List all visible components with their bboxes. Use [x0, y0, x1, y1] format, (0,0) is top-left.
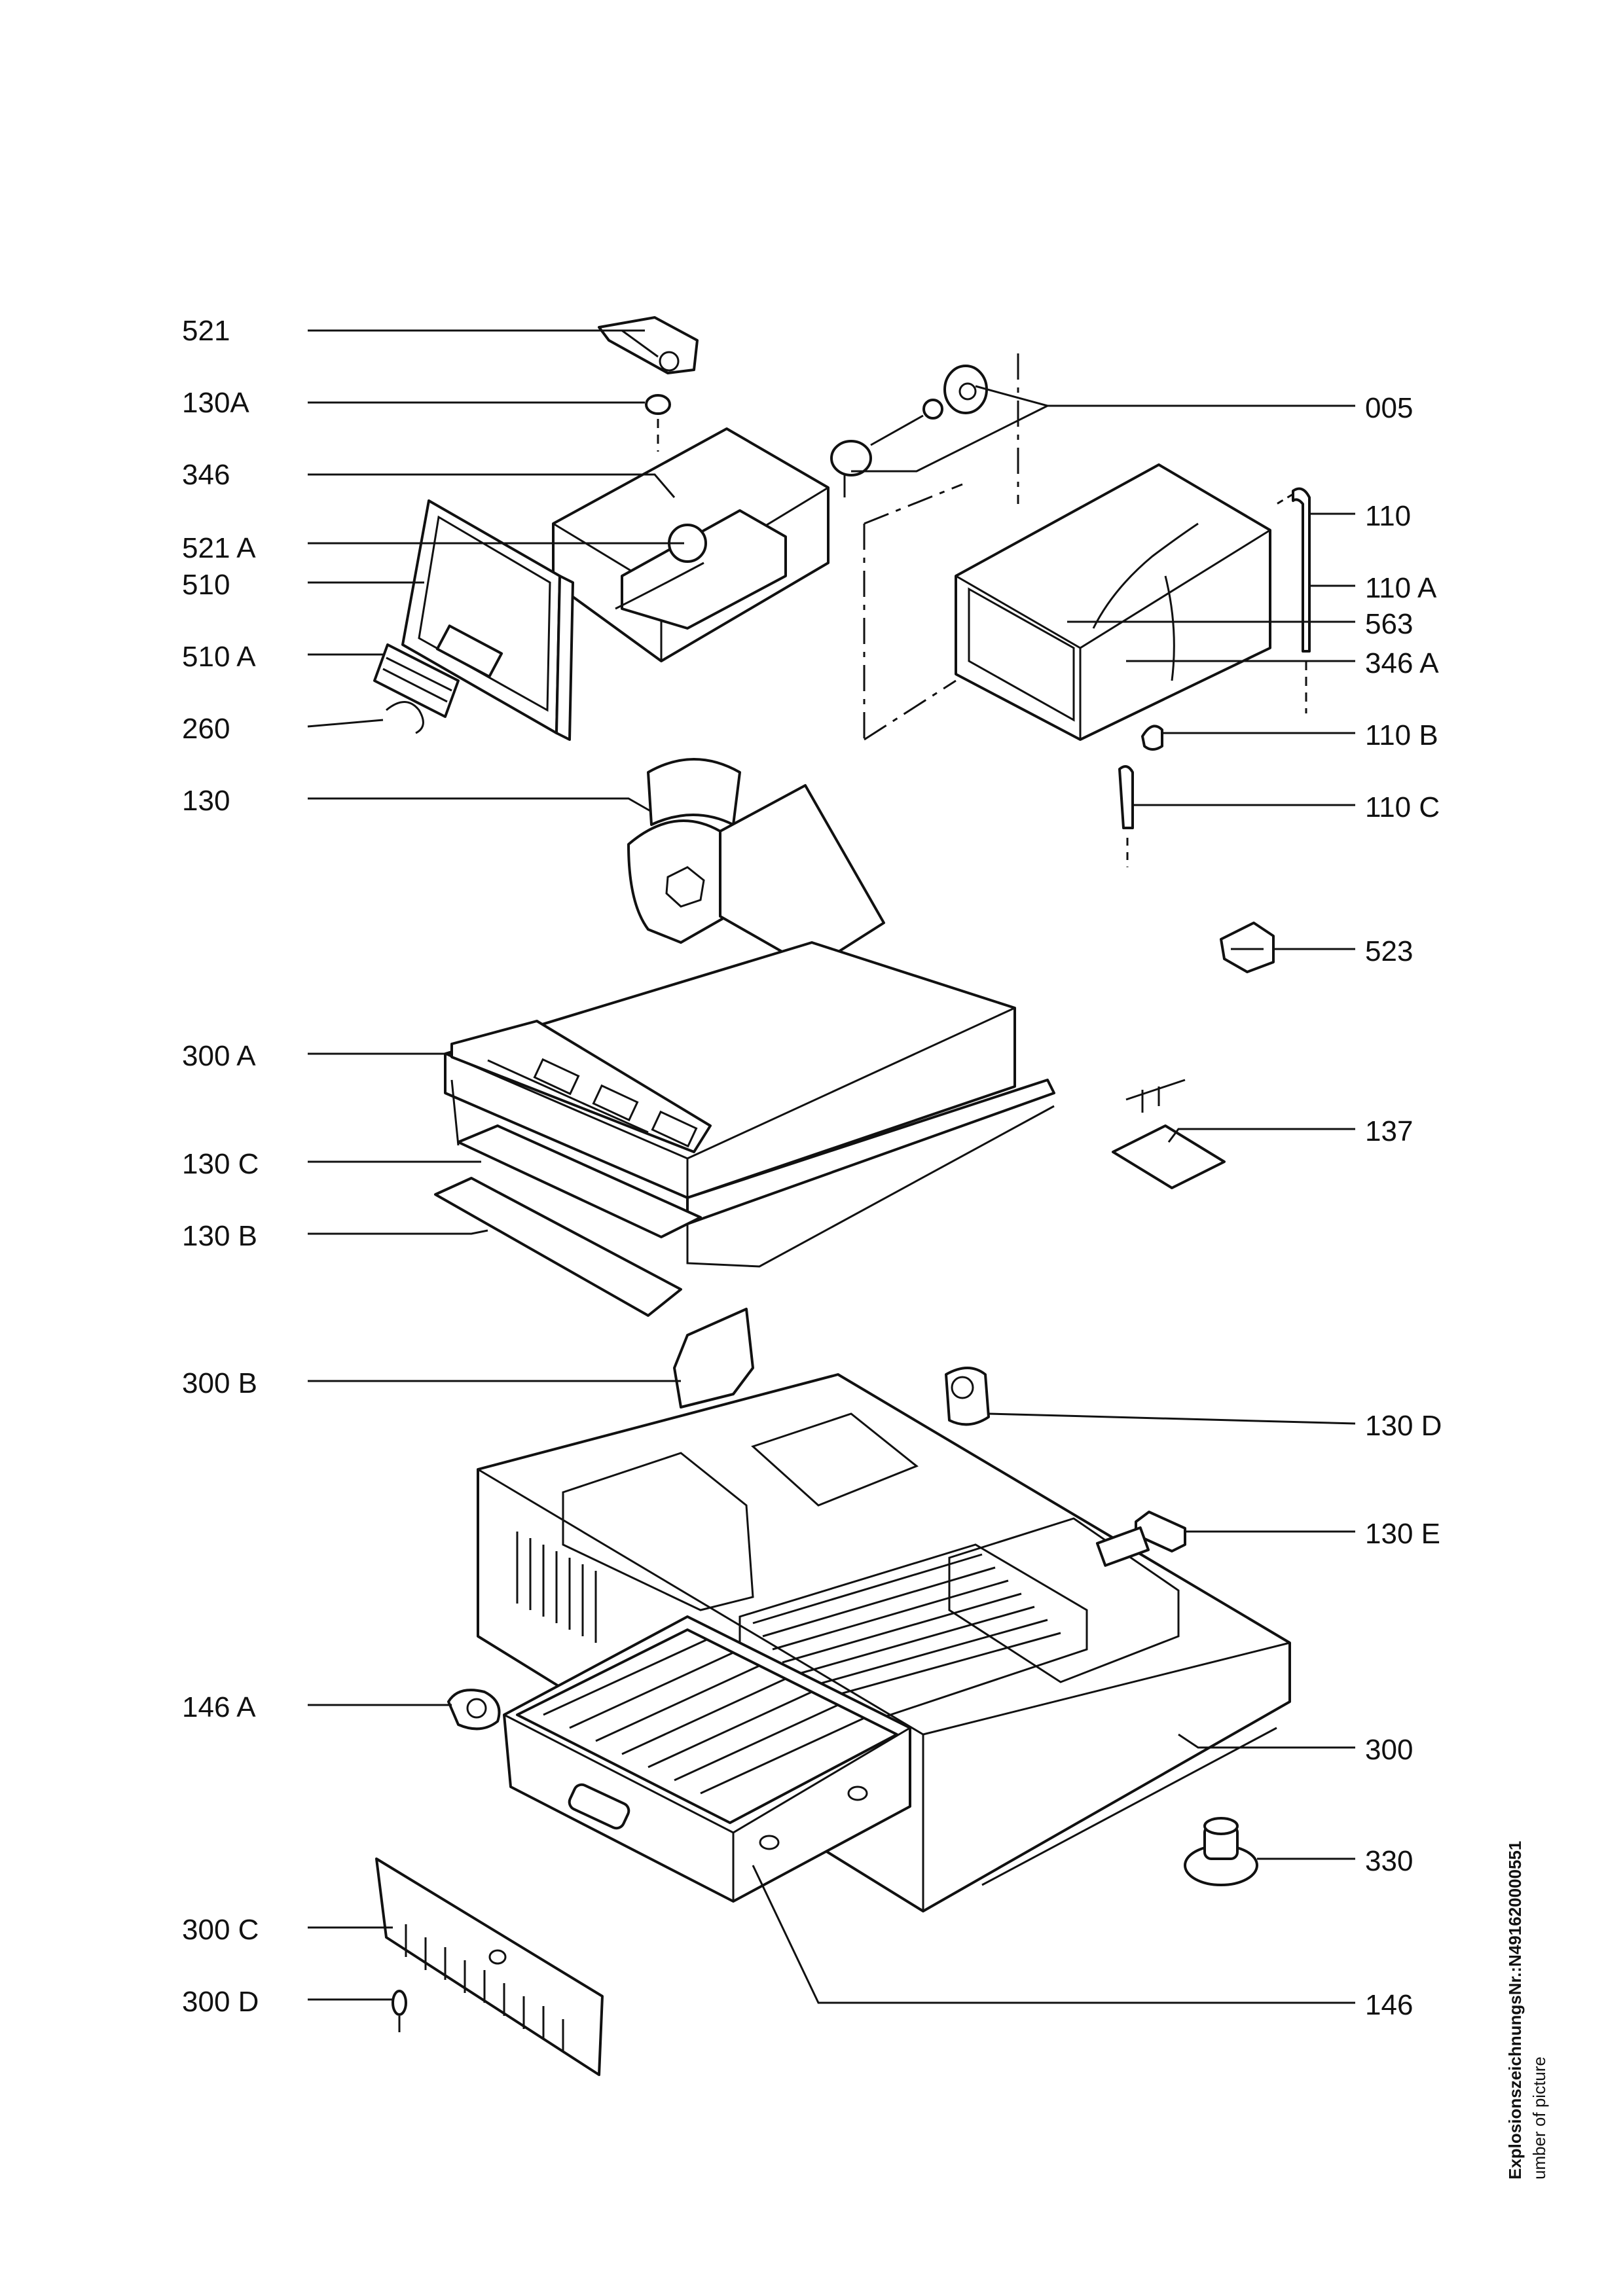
labels-right: 005 110 110 A 563 346 A 110 B 110 C 523 … [1365, 392, 1442, 2021]
leader-130 [308, 797, 652, 813]
label-146: 146 [1365, 1989, 1413, 2021]
label-521a: 521 A [182, 532, 256, 564]
leader-146 [752, 1865, 1355, 2004]
labels-left: 521 130A 346 521 A 510 510 A 260 130 300… [182, 315, 259, 2018]
part-346-drawing [552, 427, 830, 662]
label-110b: 110 B [1365, 719, 1438, 751]
label-130b: 130 B [182, 1220, 257, 1252]
leader-lines-right [752, 385, 1356, 2004]
part-521-drawing [598, 316, 699, 374]
part-523-drawing [1220, 922, 1275, 973]
part-300c-drawing [375, 1857, 604, 2076]
label-510: 510 [182, 569, 230, 601]
leader-260 [307, 719, 384, 728]
label-330: 330 [1365, 1845, 1413, 1877]
part-005-drawing [830, 353, 1019, 504]
label-110: 110 [1365, 500, 1411, 532]
leader-130d [988, 1412, 1356, 1425]
part-130-drawing [627, 758, 885, 1008]
part-346a-drawing [863, 463, 1271, 741]
part-146a-drawing [447, 1689, 501, 1731]
label-146a: 146 A [182, 1691, 256, 1723]
part-110-drawing [1276, 487, 1311, 713]
part-137-drawing [1112, 1079, 1226, 1189]
label-523: 523 [1365, 935, 1413, 967]
label-110a: 110 A [1365, 572, 1437, 604]
leader-137 [1167, 1128, 1355, 1143]
label-005: 005 [1365, 392, 1413, 424]
label-130: 130 [182, 785, 230, 817]
label-563: 563 [1365, 608, 1413, 640]
leader-300 [1178, 1733, 1355, 1749]
leader-130b [308, 1229, 488, 1235]
label-130d: 130 D [1365, 1410, 1442, 1442]
label-300b: 300 B [182, 1367, 257, 1399]
label-130c: 130 C [182, 1148, 259, 1180]
label-300: 300 [1365, 1734, 1413, 1766]
label-110c: 110 C [1365, 791, 1440, 823]
part-130a-drawing [645, 394, 671, 452]
part-260-drawing [386, 701, 424, 734]
label-137: 137 [1365, 1115, 1413, 1147]
drawing-number-text: ExplosionszeichnungsNr.:N491620000551 [1505, 1841, 1525, 2179]
leader-005 [851, 385, 1355, 473]
part-130b-drawing [434, 1177, 682, 1317]
side-text: ExplosionszeichnungsNr.:N491620000551 um… [1505, 1841, 1549, 2179]
label-521: 521 [182, 315, 230, 347]
leader-lines-left [307, 329, 684, 2001]
label-130e: 130 E [1365, 1518, 1440, 1550]
label-346a: 346 A [1365, 647, 1439, 679]
part-330-drawing [1184, 1817, 1258, 1886]
part-510a-drawing [373, 643, 460, 718]
leader-346 [308, 473, 676, 498]
part-110c-drawing [1118, 765, 1134, 867]
part-110b-drawing [1141, 725, 1163, 751]
label-346: 346 [182, 459, 230, 491]
picture-number-text: umber of picture [1529, 2056, 1549, 2179]
label-130a: 130A [182, 387, 249, 419]
label-300a: 300 A [182, 1040, 256, 1072]
part-146-drawing [503, 1615, 911, 1903]
label-510a: 510 A [182, 641, 256, 673]
part-300a-drawing [444, 941, 1055, 1268]
part-130d-drawing [945, 1367, 990, 1426]
label-300d: 300 D [182, 1986, 259, 2018]
part-510-drawing [401, 499, 574, 741]
part-130c-drawing [457, 1124, 702, 1238]
part-300d-drawing [392, 1990, 407, 2032]
label-300c: 300 C [182, 1914, 259, 1946]
label-260: 260 [182, 713, 230, 745]
